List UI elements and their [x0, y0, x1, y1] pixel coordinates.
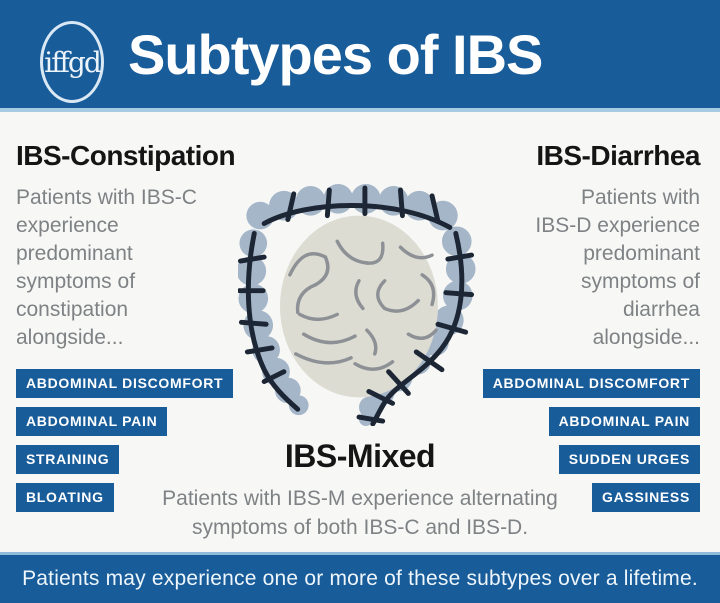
footer-bar: Patients may experience one or more of t…	[0, 552, 720, 603]
header-bar: iffgd Subtypes of IBS	[0, 0, 720, 112]
text-line: symptoms of both IBS-C and IBS-D.	[191, 516, 529, 539]
text-line: symptoms of	[580, 270, 700, 293]
text-line: IBS-D experience	[535, 214, 700, 237]
text-line: Patients with	[580, 186, 700, 209]
section-constipation: IBS-Constipation Patients with IBS-C exp…	[16, 140, 252, 512]
text-line: alongside...	[16, 326, 124, 349]
intestines-illustration	[238, 184, 476, 426]
constipation-description: Patients with IBS-C experience predomina…	[16, 184, 252, 352]
section-mixed: IBS-Mixed Patients with IBS-M experience…	[0, 438, 720, 542]
symptom-tag: SUDDEN URGES	[558, 445, 700, 474]
text-line: experience	[16, 214, 119, 237]
text-line: predominant	[16, 242, 133, 265]
intestines-icon	[238, 184, 476, 426]
logo-text: iffgd	[44, 45, 102, 79]
constipation-heading: IBS-Constipation	[16, 140, 236, 171]
text-line: diarrhea	[622, 298, 700, 321]
symptom-tag: BLOATING	[16, 483, 114, 512]
text-line: Patients with IBS-M experience alternati…	[162, 487, 558, 510]
symptom-tag: ABDOMINAL PAIN	[548, 407, 700, 436]
diarrhea-description: Patients with IBS-D experience predomina…	[450, 184, 700, 352]
text-line: symptoms of	[16, 270, 136, 293]
mixed-description: Patients with IBS-M experience alternati…	[0, 484, 720, 542]
symptom-tag: ABDOMINAL PAIN	[16, 407, 168, 436]
text-line: Patients with IBS-C	[16, 186, 197, 209]
page-title: Subtypes of IBS	[128, 23, 543, 86]
iffgd-logo: iffgd	[40, 21, 104, 103]
symptom-tag: GASSINESS	[592, 483, 700, 512]
constipation-symptom-tags: ABDOMINAL DISCOMFORT ABDOMINAL PAIN STRA…	[16, 369, 252, 512]
text-line: alongside...	[592, 326, 700, 349]
symptom-tag: STRAINING	[16, 445, 120, 474]
diarrhea-heading: IBS-Diarrhea	[536, 140, 700, 171]
text-line: constipation	[16, 298, 129, 321]
section-diarrhea: IBS-Diarrhea Patients with IBS-D experie…	[450, 140, 701, 512]
text-line: predominant	[583, 242, 700, 265]
mixed-heading: IBS-Mixed	[284, 438, 436, 474]
symptom-tag: ABDOMINAL DISCOMFORT	[482, 369, 700, 398]
symptom-tag: ABDOMINAL DISCOMFORT	[16, 369, 234, 398]
diarrhea-symptom-tags: ABDOMINAL DISCOMFORT ABDOMINAL PAIN SUDD…	[450, 369, 700, 512]
footer-text: Patients may experience one or more of t…	[22, 567, 698, 590]
